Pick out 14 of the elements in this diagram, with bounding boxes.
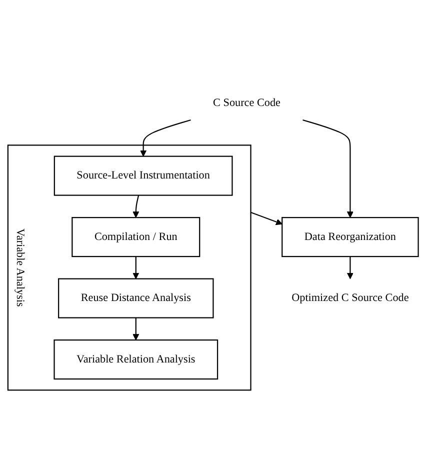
node-box: Variable Relation Analysis (54, 340, 218, 380)
node-box: Compilation / Run (72, 217, 200, 258)
node-box: Data Reorganization (282, 217, 419, 258)
arrow (140, 120, 191, 158)
arrow (346, 256, 354, 280)
node-text: C Source Code (213, 98, 280, 110)
arrow (132, 196, 140, 218)
node-text: Optimized C Source Code (292, 292, 409, 304)
arrow (302, 120, 354, 218)
node-box: Source-Level Instrumentation (54, 156, 233, 196)
node-box: Reuse Distance Analysis (58, 278, 214, 319)
arrow (132, 318, 140, 341)
arrow (250, 212, 282, 226)
arrow (132, 256, 140, 280)
